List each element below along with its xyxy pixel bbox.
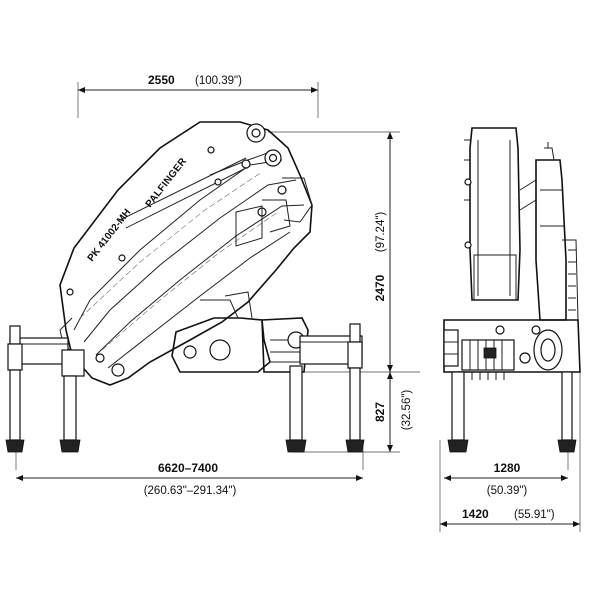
boom-tip [262, 199, 291, 233]
bolt [66, 288, 74, 296]
dim-total-width-inch: (55.91") [514, 509, 555, 521]
boom-inner-line [73, 159, 283, 331]
hydraulic-cylinder [125, 165, 251, 229]
boom-inner-line [83, 179, 297, 343]
front-side-tower [519, 142, 579, 321]
bolt [464, 178, 472, 186]
base-support [200, 299, 239, 319]
boom-center-line [101, 211, 279, 351]
tower-side-plate [562, 239, 579, 321]
crane-base [171, 291, 309, 373]
column-marks [464, 139, 470, 201]
tower-top [544, 142, 555, 161]
boom-inner-line [107, 231, 291, 369]
leg-cylinder-upper [347, 341, 363, 369]
bolt [207, 146, 215, 154]
beam-housing [61, 349, 85, 377]
leg-top-cap [9, 325, 21, 345]
control-levers [463, 372, 505, 380]
boom-joint-pin [241, 159, 251, 169]
leg-cylinder-upper [7, 343, 23, 371]
bolt [464, 241, 472, 249]
dim-crane-height-inch: (97.24") [375, 212, 387, 253]
boom-joint-pin [268, 153, 278, 163]
model-label: PK 41002-MH [86, 207, 134, 264]
base-bolt [183, 345, 197, 359]
stabilizer-legs [5, 323, 365, 453]
tower-link [519, 179, 537, 211]
boom-tip [282, 177, 313, 223]
dim-leg-height-value: 827 [373, 402, 387, 422]
front-base [443, 319, 581, 380]
boom-assembly: PK 41002-MH PALFINGER [59, 121, 313, 386]
boom-joint [111, 363, 125, 377]
tower-ribs [568, 249, 576, 311]
front-leg-left [451, 371, 465, 441]
dim-outrigger-span-inch: (260.63"–291.34") [144, 485, 237, 497]
leg-foot [59, 439, 81, 453]
slewing-ring [209, 339, 231, 361]
dim-leg-height-inch: (32.56") [401, 390, 413, 431]
dim-base-width-inch: (50.39") [487, 485, 528, 497]
dim-crane-width-inch: (100.39") [195, 75, 242, 87]
leg-cylinder [289, 365, 303, 441]
base-support [224, 291, 253, 319]
tower-outline [535, 159, 567, 321]
dim-base-width-value: 1280 [494, 461, 521, 475]
brand-label: PALFINGER [144, 156, 190, 210]
dim-crane-width-value: 2550 [148, 73, 175, 87]
boom-center-line [79, 171, 263, 319]
hydraulic-cylinder [119, 157, 247, 221]
boom-outline [59, 121, 313, 386]
dim-crane-height-value: 2470 [373, 274, 387, 301]
bolt [277, 185, 287, 195]
side-view: PK 41002-MH PALFINGER [5, 73, 420, 497]
column-base-plate [473, 254, 517, 301]
leg-cylinder-lower [9, 369, 21, 441]
front-leg-right [561, 371, 573, 441]
boom-joint-pin [251, 128, 261, 138]
leg-cylinder [63, 375, 77, 441]
front-leg-foot [447, 439, 469, 453]
valve-block-dark [483, 347, 497, 359]
bolt [214, 178, 222, 186]
boom-inner-line [95, 204, 305, 356]
boom-joint-pin [95, 353, 105, 363]
slewing-drum-center [540, 338, 556, 362]
front-legs [447, 371, 577, 453]
dim-total-width-value: 1420 [462, 507, 489, 521]
front-column [464, 127, 521, 301]
base-housing [171, 317, 271, 373]
leg-cylinder-lower [349, 367, 361, 441]
front-leg-foot [557, 439, 577, 453]
leg-foot [345, 439, 365, 453]
bolt [495, 325, 505, 335]
bolt [531, 325, 541, 335]
bolt [118, 254, 126, 262]
stabilizer-housing-left [443, 329, 459, 367]
leg-foot [5, 439, 25, 453]
leg-top-cap [349, 323, 361, 343]
boom-tip-bracket [235, 205, 263, 247]
front-view: 1280 (50.39") 1420 (55.91") [439, 127, 581, 532]
dim-outrigger-span-value: 6620–7400 [158, 461, 218, 475]
leg-foot [285, 439, 307, 453]
valve-cap [519, 352, 531, 364]
